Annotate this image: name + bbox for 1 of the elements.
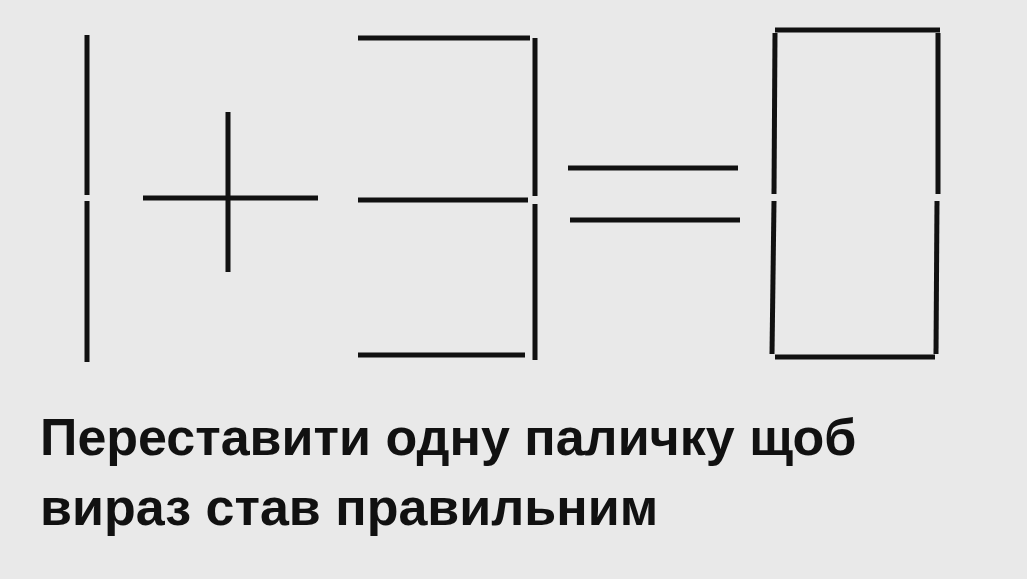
puzzle-instruction: Переставити одну паличку щоб вираз став правильним <box>40 407 858 538</box>
